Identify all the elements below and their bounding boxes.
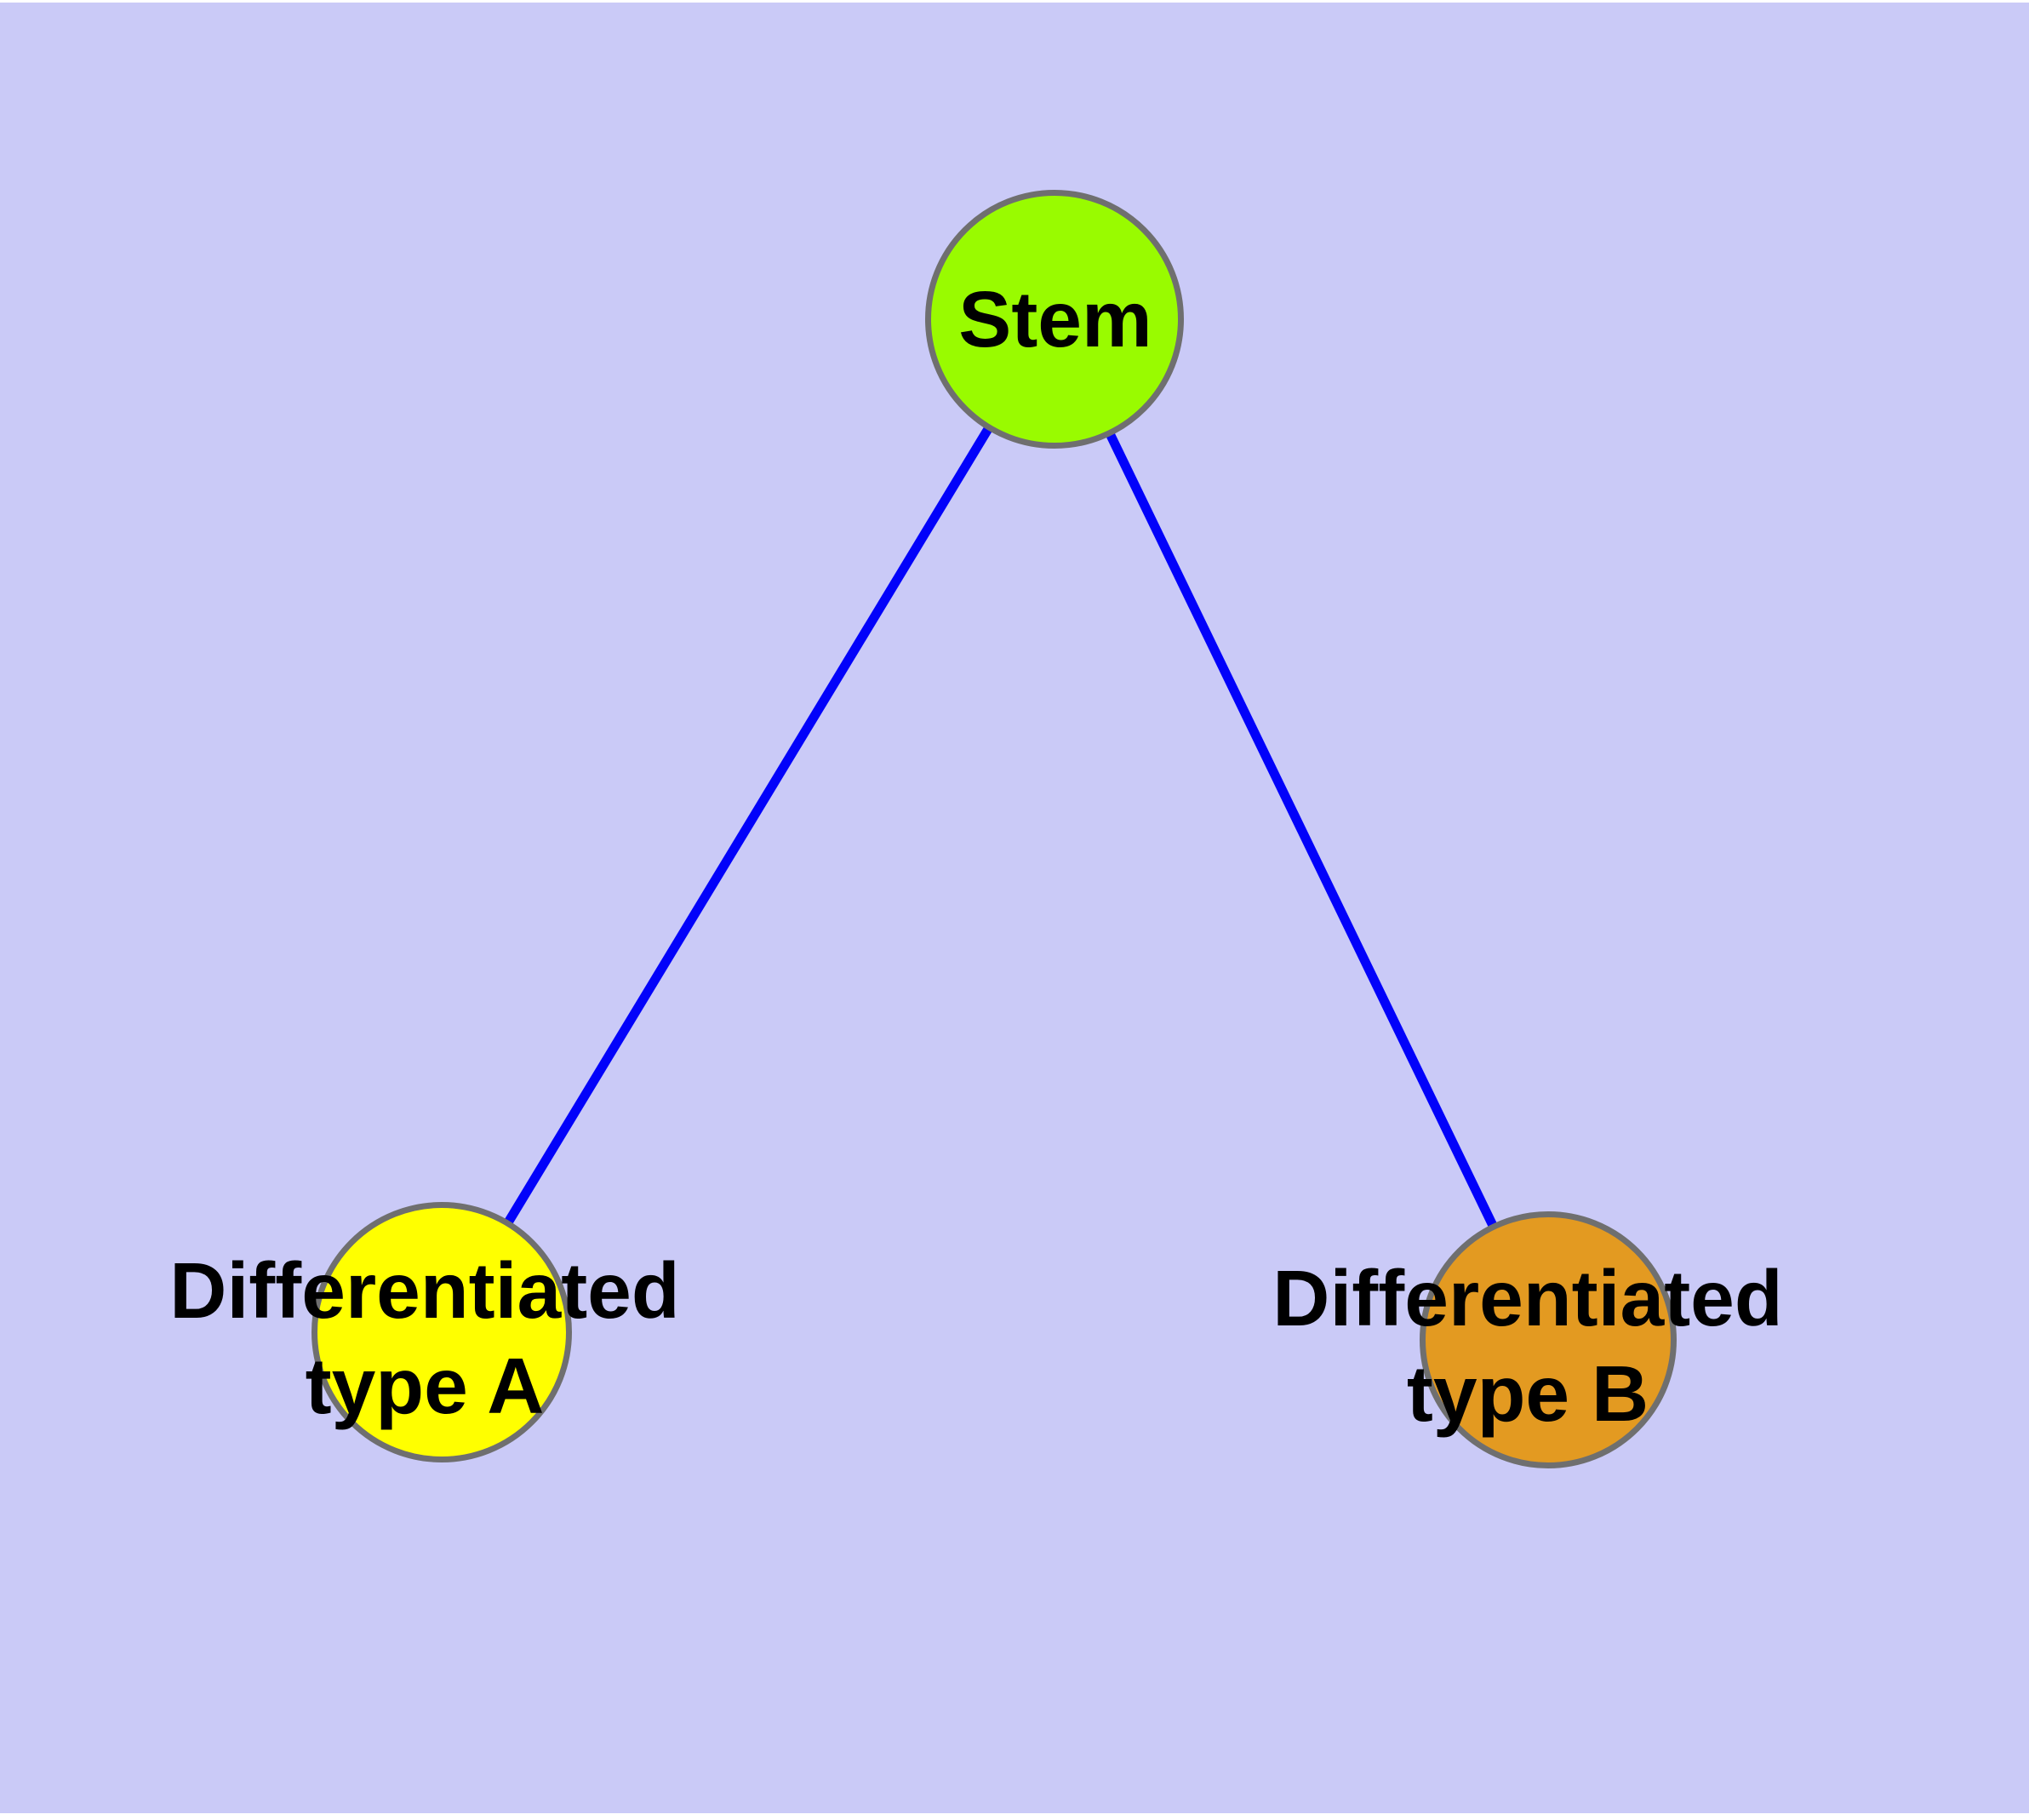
node-stem-label: Stem — [958, 272, 1152, 367]
node-stem[interactable] — [925, 190, 1184, 449]
edge-stem-to-type-b[interactable] — [1050, 317, 1552, 1342]
node-a-label-line2: type A — [305, 1342, 545, 1430]
node-b-label-line1: Differentiated — [1272, 1254, 1783, 1342]
node-differentiated-type-a[interactable] — [311, 1202, 572, 1462]
node-a-label-line1: Differentiated — [169, 1246, 680, 1335]
node-differentiated-type-b-label: Differentiated type B — [1272, 1251, 1782, 1441]
node-b-label-line2: type B — [1406, 1349, 1649, 1438]
node-differentiated-type-b[interactable] — [1420, 1211, 1677, 1468]
node-differentiated-type-a-label: Differentiated type A — [169, 1243, 679, 1434]
node-stem-label-text: Stem — [958, 275, 1152, 363]
edge-stem-to-type-a[interactable] — [437, 317, 1059, 1335]
